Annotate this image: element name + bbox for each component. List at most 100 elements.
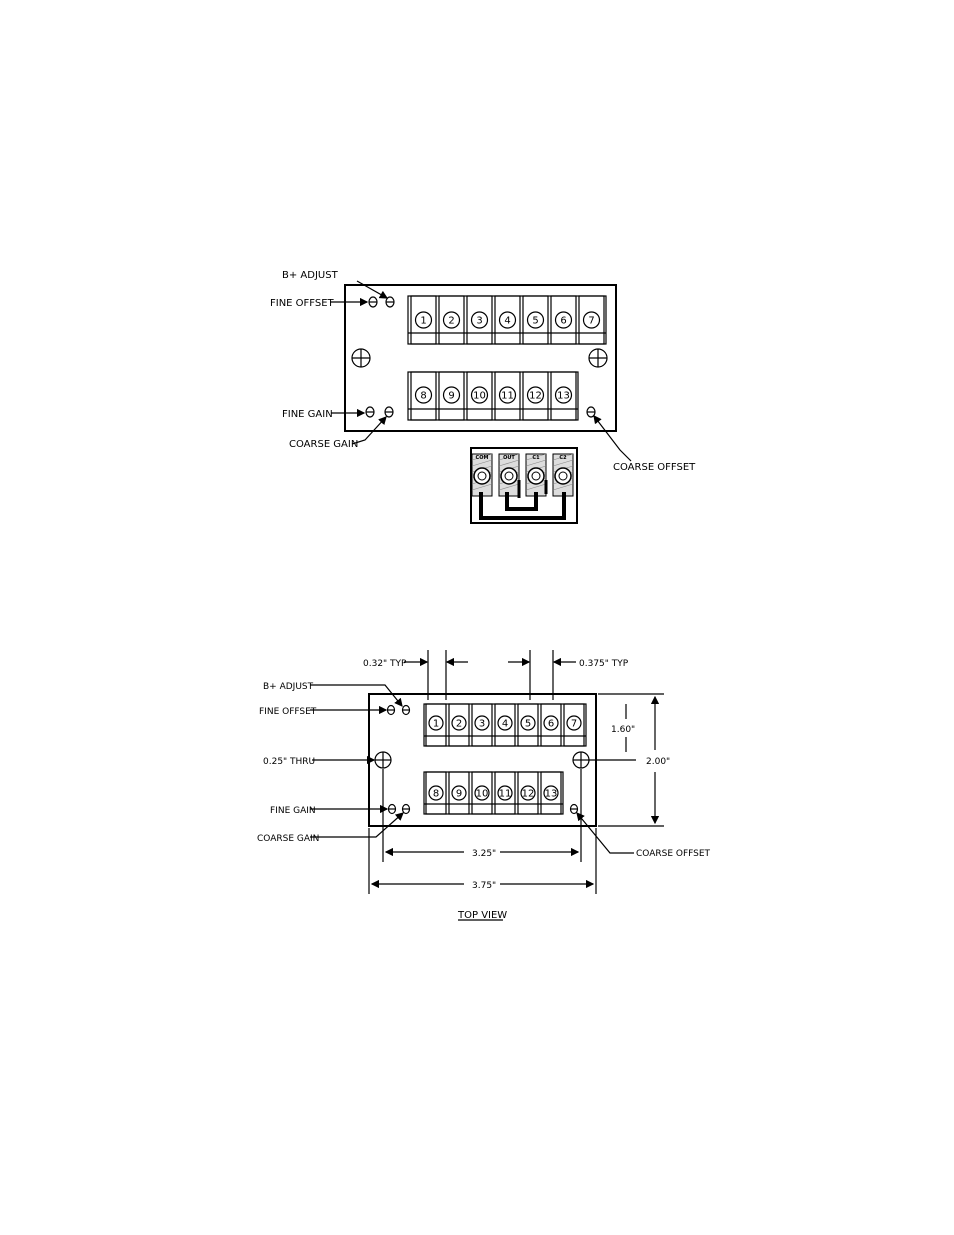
mounting-hole-left-icon [352,349,370,367]
caption-top-view: TOP VIEW [457,910,507,921]
bottom-terminal-block-2: 8 9 10 11 12 13 [424,772,563,814]
pot-b-adjust-icon [386,297,394,307]
label-b-adjust: B+ ADJUST [282,270,339,281]
jumper-screw-com: COM [472,454,492,496]
terminal-number: 1 [420,316,426,327]
bottom-terminal-block: 8 9 10 11 12 13 [408,372,578,420]
terminal-number: 13 [545,789,558,800]
terminal-2: 2 [449,704,469,746]
pot-coarse-offset-icon [587,407,595,417]
label-fine-gain: FINE GAIN [282,409,333,420]
terminal-6: 6 [541,704,561,746]
terminal-4: 4 [495,704,515,746]
terminal-8: 8 [411,372,436,420]
terminal-number: 10 [473,391,486,402]
dim-width-inner: 3.25" [472,849,496,859]
terminal-number: 9 [456,789,462,800]
terminal-6: 6 [551,296,576,344]
dim-pitch-right: 0.375" TYP [579,659,629,669]
leader-coarse-offset-2 [577,813,634,853]
terminal-number: 10 [476,789,489,800]
pot-fine-offset-icon [369,297,377,307]
leader-b-adjust-2 [310,685,402,706]
terminal-1: 1 [411,296,436,344]
terminal-9: 9 [449,772,469,814]
terminal-number: 2 [448,316,454,327]
terminal-number: 2 [456,719,462,730]
jumper-screw-c1: C1 [526,454,546,496]
terminal-number: 12 [529,391,542,402]
dim-height-outer: 2.00" [646,757,670,767]
pot-coarse-offset-icon [571,805,578,814]
pot-coarse-gain-icon [385,407,393,417]
leader-coarse-gain-2 [310,813,403,837]
pot-b-adjust-icon [403,706,410,715]
terminal-12: 12 [518,772,538,814]
label-coarse-gain-2: COARSE GAIN [257,834,319,844]
pot-fine-gain-icon [389,805,396,814]
terminal-13: 13 [541,772,561,814]
terminal-2: 2 [439,296,464,344]
label-coarse-offset: COARSE OFFSET [613,462,696,473]
terminal-number: 7 [588,316,594,327]
terminal-number: 5 [532,316,538,327]
leader-coarse-offset [594,416,631,461]
terminal-3: 3 [467,296,492,344]
terminal-11: 11 [495,372,520,420]
terminal-9: 9 [439,372,464,420]
terminal-number: 5 [525,719,531,730]
terminal-11: 11 [495,772,515,814]
label-fine-gain-2: FINE GAIN [270,806,316,816]
terminal-number: 11 [501,391,514,402]
terminal-number: 11 [499,789,512,800]
dim-height-inner: 1.60" [611,725,635,735]
jumper-label: COM [476,455,489,461]
mounting-hole-right-icon [573,752,589,768]
jumper-label: OUT [503,455,515,461]
label-fine-offset: FINE OFFSET [270,298,335,309]
terminal-12: 12 [523,372,548,420]
terminal-10: 10 [467,372,492,420]
leader-b-adjust [357,281,387,298]
terminal-number: 4 [504,316,510,327]
terminal-7: 7 [564,704,584,746]
mounting-hole-left-icon [375,752,391,768]
terminal-number: 9 [448,391,454,402]
terminal-5: 5 [518,704,538,746]
terminal-number: 3 [479,719,485,730]
terminal-8: 8 [426,772,446,814]
terminal-5: 5 [523,296,548,344]
terminal-number: 7 [571,719,577,730]
pot-fine-offset-icon [388,706,395,715]
jumper-label: C2 [559,455,567,461]
mounting-hole-right-icon [589,349,607,367]
terminal-number: 1 [433,719,439,730]
terminal-number: 3 [476,316,482,327]
terminal-number: 6 [548,719,554,730]
top-terminal-block: 1 2 3 4 5 6 7 [408,296,606,344]
terminal-number: 12 [522,789,535,800]
label-b-adjust-2: B+ ADJUST [263,682,314,692]
terminal-number: 13 [557,391,570,402]
terminal-1: 1 [426,704,446,746]
label-thru: 0.25" THRU [263,757,315,767]
jumper-label: C1 [532,455,540,461]
jumper-screw-out: OUT [499,454,519,496]
terminal-number: 4 [502,719,508,730]
top-terminal-block-2: 1 2 3 4 5 6 7 [424,704,586,746]
label-coarse-gain: COARSE GAIN [289,439,358,450]
dim-width-outer: 3.75" [472,881,496,891]
terminal-7: 7 [579,296,604,344]
label-coarse-offset-2: COARSE OFFSET [636,849,711,859]
terminal-number: 8 [433,789,439,800]
jumper-detail: COM OUT C1 C2 [471,448,577,523]
terminal-4: 4 [495,296,520,344]
terminal-number: 8 [420,391,426,402]
terminal-10: 10 [472,772,492,814]
terminal-13: 13 [551,372,576,420]
dim-pitch-left: 0.32" TYP [363,659,407,669]
terminal-number: 6 [560,316,566,327]
